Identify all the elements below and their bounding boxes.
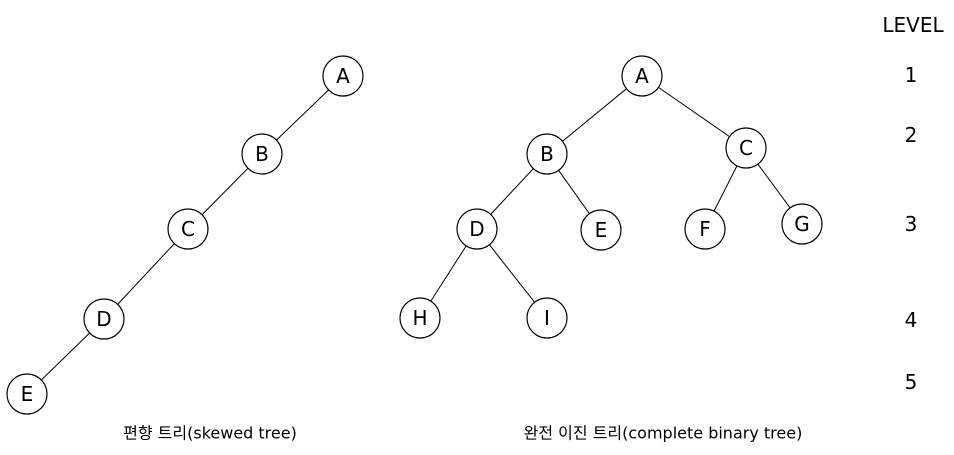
complete-node-circle [526,133,568,175]
skewed-node-circle [322,55,364,97]
complete-edge-a-b [562,88,627,142]
skewed-node-label: E [21,382,34,406]
skewed-tree-nodes: A B C D E [6,55,364,415]
skewed-node-label: A [336,64,350,88]
complete-node-label: B [540,142,554,166]
complete-edge-a-c [658,86,730,138]
skewed-tree-caption: 편향 트리(skewed tree) [123,424,297,443]
complete-tree-caption: 완전 이진 트리(complete binary tree) [524,424,803,443]
complete-node-a: A [621,55,663,97]
complete-node-circle [580,209,622,251]
complete-node-i: I [526,297,568,339]
complete-node-circle [399,297,441,339]
complete-edge-d-i [488,244,536,303]
complete-node-e: E [580,209,622,251]
level-header: LEVEL [882,13,944,37]
complete-node-d: D [456,208,498,250]
complete-tree-edges [430,86,791,303]
skewed-node-e: E [6,373,48,415]
skewed-edge-b-c [201,167,249,216]
complete-node-g: G [781,203,823,245]
complete-edge-d-h [430,245,467,302]
skewed-node-d: D [83,298,125,340]
complete-node-label: D [469,217,484,241]
complete-edge-c-f [713,165,738,212]
skewed-edge-a-b [276,89,329,141]
skewed-node-label: B [255,142,269,166]
complete-node-circle [621,55,663,97]
skewed-node-c: C [167,208,209,250]
complete-tree-nodes: A B C D E F G H I [399,55,823,339]
skewed-node-a: A [322,55,364,97]
level-label-5: 5 [905,370,918,394]
complete-edge-b-d [490,168,534,215]
level-label-1: 1 [905,63,918,87]
skewed-node-b: B [241,133,283,175]
complete-node-h: H [399,297,441,339]
complete-node-circle [526,297,568,339]
skewed-node-label: D [96,307,111,331]
complete-node-f: F [684,208,726,250]
complete-node-circle [684,208,726,250]
complete-node-label: H [412,306,427,330]
complete-node-b: B [526,133,568,175]
complete-edge-b-e [558,170,590,214]
skewed-node-circle [83,298,125,340]
skewed-edge-c-d [117,243,175,305]
complete-node-circle [456,208,498,250]
skewed-node-circle [6,373,48,415]
skewed-tree-edges [40,89,329,381]
complete-edge-c-g [757,163,791,209]
skewed-node-label: C [181,217,195,241]
complete-node-label: G [794,212,810,236]
skewed-node-circle [241,133,283,175]
complete-node-circle [781,203,823,245]
complete-node-label: F [699,217,711,241]
level-label-4: 4 [905,308,918,332]
complete-node-label: E [595,218,608,242]
complete-node-label: A [635,64,649,88]
level-label-2: 2 [905,123,918,147]
complete-node-c: C [725,127,767,169]
complete-node-label: I [544,306,550,330]
complete-node-label: C [739,136,753,160]
skewed-node-circle [167,208,209,250]
skewed-edge-d-e [40,332,91,381]
level-label-3: 3 [905,212,918,236]
complete-node-circle [725,127,767,169]
